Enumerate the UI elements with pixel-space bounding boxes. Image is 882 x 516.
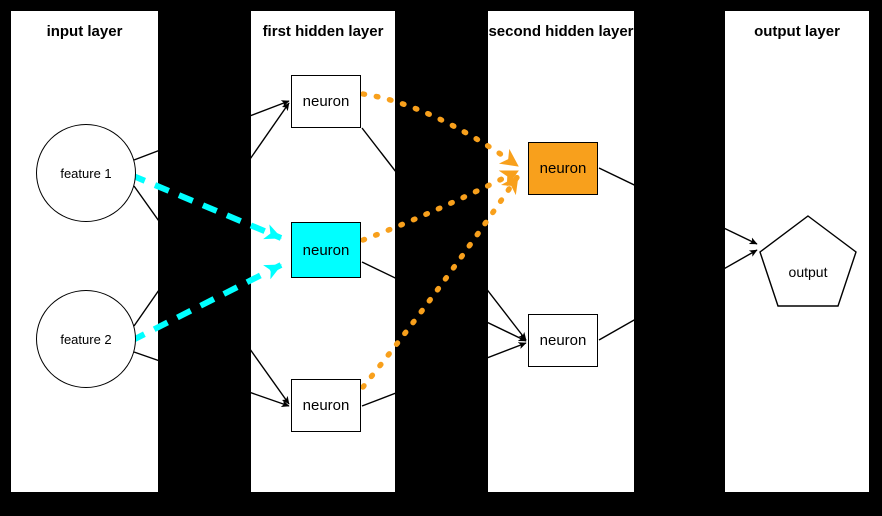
layer-panel-output (725, 11, 869, 492)
layer-panel-hidden2 (488, 11, 634, 492)
node-label: feature 2 (60, 331, 112, 347)
layer-panel-input (11, 11, 158, 492)
node-label: neuron (539, 160, 587, 177)
node-feature-2[interactable]: feature 2 (36, 290, 136, 388)
node-hidden2-neuron-2[interactable]: neuron (528, 314, 598, 367)
node-hidden1-neuron-2-highlighted[interactable]: neuron (291, 222, 361, 278)
node-output-label: output (788, 263, 828, 280)
node-feature-1[interactable]: feature 1 (36, 124, 136, 222)
layer-title-hidden1: first hidden layer (262, 23, 384, 40)
node-label: neuron (302, 93, 350, 110)
layer-title-input: input layer (46, 23, 123, 40)
node-label: neuron (539, 332, 587, 349)
edges-plain (133, 100, 758, 407)
node-label: neuron (302, 397, 350, 414)
node-hidden2-neuron-1-highlighted[interactable]: neuron (528, 142, 598, 195)
node-hidden1-neuron-1[interactable]: neuron (291, 75, 361, 128)
layer-title-output: output layer (754, 23, 840, 40)
node-label: neuron (302, 241, 350, 259)
node-label: feature 1 (60, 165, 112, 181)
node-hidden1-neuron-3[interactable]: neuron (291, 379, 361, 432)
layer-title-hidden2: second hidden layer (488, 23, 634, 40)
